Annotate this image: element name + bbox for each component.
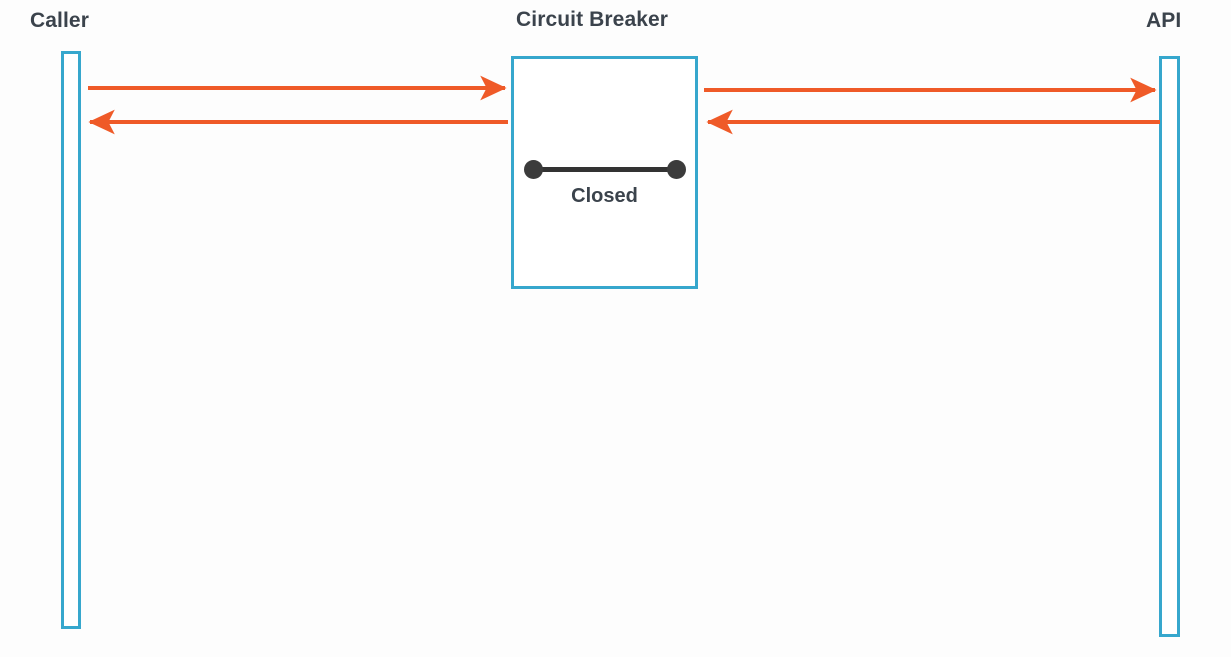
participant-label-caller: Caller bbox=[30, 9, 89, 32]
lifeline-api bbox=[1159, 56, 1180, 637]
switch-terminal-right bbox=[667, 160, 686, 179]
participant-label-circuit-breaker: Circuit Breaker bbox=[516, 8, 669, 31]
participant-label-api: API bbox=[1146, 9, 1182, 32]
switch-contact-bar bbox=[538, 167, 678, 172]
switch-closed-icon bbox=[524, 160, 686, 180]
lifeline-caller bbox=[61, 51, 81, 629]
switch-terminal-left bbox=[524, 160, 543, 179]
breaker-state-label: Closed bbox=[571, 185, 638, 207]
